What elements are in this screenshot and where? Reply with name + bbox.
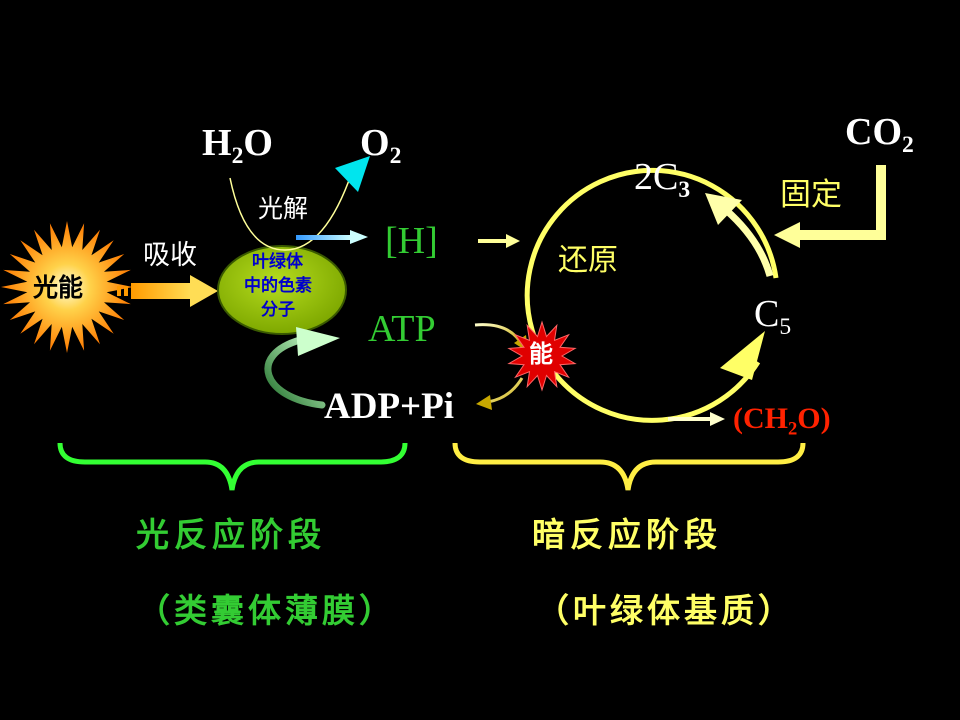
hydrogen-label: [H]	[385, 220, 438, 262]
product-arrow	[668, 412, 725, 426]
adp-pi-label: ADP+Pi	[324, 386, 455, 427]
reduction-label: 还原	[558, 243, 618, 278]
co2-fixation-arrow	[774, 165, 886, 248]
energy-to-adp-arc	[487, 377, 524, 404]
pigment-label-line1: 叶绿体	[252, 252, 303, 272]
h-to-cycle-arrow	[478, 234, 520, 248]
dark-stage-location: （叶绿体基质）	[536, 594, 795, 630]
sun-icon	[1, 221, 133, 353]
adp-to-atp-arc	[264, 336, 326, 409]
product-label: (CH2O)	[733, 402, 831, 440]
c5-label: C5	[754, 293, 792, 341]
dark-stage-brace	[452, 442, 806, 491]
light-energy-label: 光能	[33, 273, 84, 302]
light-stage-brace	[57, 442, 408, 491]
adp-to-atp-arrow-head	[296, 327, 340, 356]
atp-label: ATP	[368, 308, 436, 350]
energy-label: 能	[529, 340, 553, 368]
c5-arrow-head	[720, 331, 765, 380]
oxygen-label: O2	[360, 122, 402, 170]
photolysis-label: 光解	[258, 194, 309, 223]
pigment-ellipse	[217, 245, 347, 335]
c5-to-c3-arrow	[723, 207, 774, 277]
fixation-label: 固定	[780, 177, 842, 213]
oxygen-arrow-head	[335, 156, 370, 192]
absorb-arrow	[117, 275, 218, 307]
dark-stage-title: 暗反应阶段	[532, 518, 722, 554]
light-stage-location: （类囊体薄膜）	[137, 594, 396, 630]
energy-burst-icon	[507, 320, 577, 392]
pigment-label-line3: 分子	[261, 300, 295, 320]
h-arrow	[296, 230, 368, 244]
absorb-label: 吸收	[143, 240, 197, 271]
water-label: H2O	[202, 122, 273, 170]
light-stage-title: 光反应阶段	[136, 518, 326, 554]
calvin-cycle-ring	[524, 167, 779, 423]
c3-label: 2C3	[634, 156, 691, 204]
co2-label: CO2	[845, 111, 914, 159]
photolysis-arc	[229, 171, 353, 251]
pigment-label-line2: 中的色素	[244, 276, 312, 296]
